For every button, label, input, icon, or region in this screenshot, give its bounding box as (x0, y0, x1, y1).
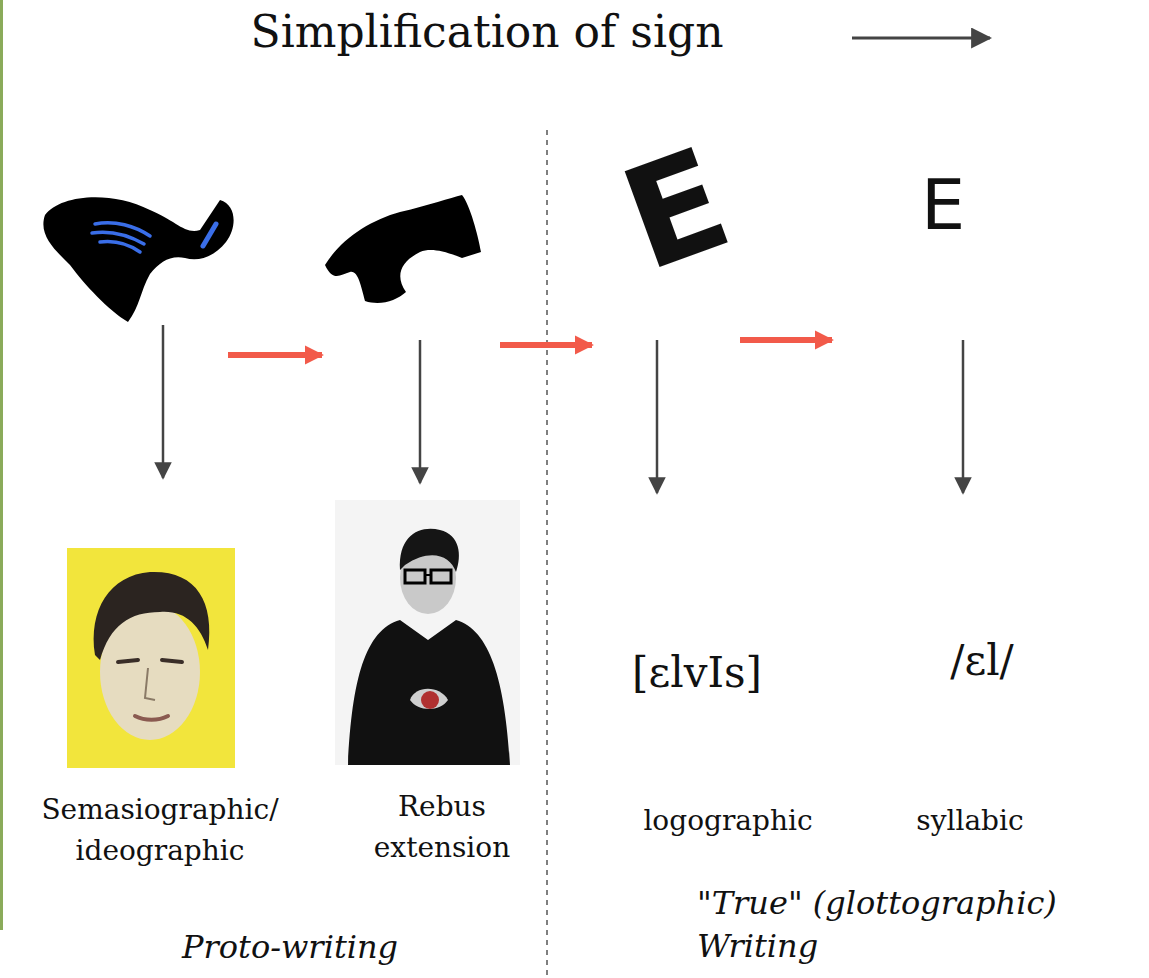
evolution-arrow (228, 352, 322, 358)
slide-border (0, 0, 3, 930)
stage-label: Semasiographic/ ideographic (10, 790, 310, 871)
divider-line (546, 130, 548, 978)
syllabic-sign: E (921, 170, 965, 240)
category-label: "True" (glottographic) Writing (697, 882, 1137, 968)
meaning-arrow (162, 325, 165, 478)
portrait-photo (335, 500, 520, 765)
simplified-sign (325, 195, 481, 303)
stage-label: syllabic (916, 804, 1023, 838)
meaning-arrow (419, 340, 422, 483)
diagram-title: Simplification of sign (251, 6, 724, 59)
logographic-sign: E (607, 128, 745, 292)
stage-label: logographic (643, 804, 812, 838)
evolution-arrow (740, 337, 832, 343)
title-arrow (852, 37, 990, 40)
pictograph-sign (43, 197, 233, 322)
portrait-photo (67, 548, 235, 768)
stage-label: Rebus extension (342, 787, 542, 868)
pictograph-detail (92, 223, 150, 252)
evolution-arrow (500, 342, 592, 348)
meaning-arrow (962, 340, 965, 493)
meaning-arrow (656, 340, 659, 493)
phonetic-transcription: [ɛlvIs] (632, 648, 762, 698)
category-label: Proto-writing (182, 928, 398, 966)
pictograph-detail (203, 224, 216, 246)
phonemic-transcription: /ɛl/ (950, 636, 1014, 686)
